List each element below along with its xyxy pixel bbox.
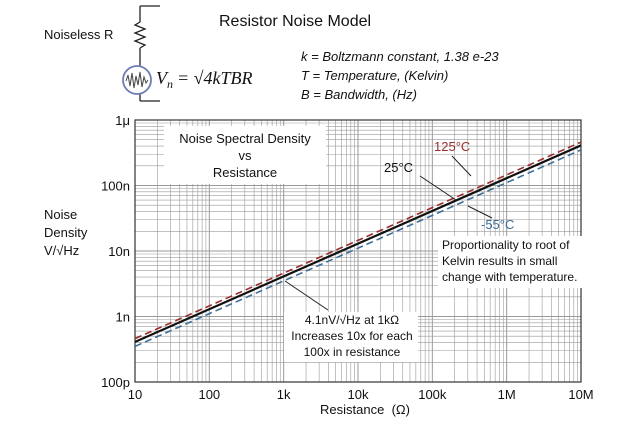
note-temperature-line-2: Kelvin results in small xyxy=(442,254,557,268)
chart-title-line-2: vs xyxy=(239,148,253,163)
legend-line-b: B = Bandwidth, (Hz) xyxy=(301,87,417,102)
formula-subscript: n xyxy=(167,77,173,91)
series-line-25c xyxy=(135,144,581,343)
chart-title-line-1: Noise Spectral Density xyxy=(179,131,311,146)
leader-line-minus55c xyxy=(467,205,493,219)
legend-line-t: T = Temperature, (Kelvin) xyxy=(301,68,448,83)
note-scaling-box xyxy=(284,312,418,362)
resistor-schematic-icon xyxy=(133,5,160,102)
chart-title-line-3: Resistance xyxy=(213,165,277,180)
series-line-125c xyxy=(135,141,581,340)
x-tick-label: 100k xyxy=(418,387,447,402)
y-tick-labels: 100p 1n 10n 100n 1μ xyxy=(101,113,130,390)
series-label-125c: 125°C xyxy=(434,139,470,154)
y-axis-label-line-1: Noise xyxy=(44,207,77,222)
x-tick-label: 1M xyxy=(498,387,516,402)
x-axis-label: Resistance (Ω) xyxy=(320,402,410,417)
y-tick-label: 100p xyxy=(101,375,130,390)
x-tick-label: 10k xyxy=(348,387,369,402)
y-tick-label: 1n xyxy=(116,310,130,325)
note-scaling-line-3: 100x in resistance xyxy=(304,345,401,359)
chart-title-box xyxy=(164,126,326,184)
y-tick-label: 100n xyxy=(101,179,130,194)
y-tick-label: 1μ xyxy=(115,113,130,128)
x-tick-label: 10 xyxy=(128,387,142,402)
y-axis-label-line-3: V/√Hz xyxy=(44,243,79,258)
leader-line-25c xyxy=(419,175,457,201)
note-scaling-line-1: 4.1nV/√Hz at 1kΩ xyxy=(305,313,399,327)
formula-lhs: V xyxy=(156,68,169,88)
x-tick-label: 1k xyxy=(277,387,291,402)
formula: Vn = √4kTBR xyxy=(156,68,253,91)
x-tick-label: 10M xyxy=(568,387,593,402)
formula-rhs: = √4kTBR xyxy=(177,68,253,88)
leader-line-125c xyxy=(451,155,472,177)
x-tick-labels: 10 100 1k 10k 100k 1M 10M xyxy=(128,387,594,402)
noiseless-r-label: Noiseless R xyxy=(44,27,113,42)
series-line-minus55c xyxy=(135,149,581,348)
y-tick-label: 10n xyxy=(108,244,130,259)
note-temperature-line-1: Proportionality to root of xyxy=(442,238,570,252)
x-tick-label: 100 xyxy=(198,387,220,402)
legend-line-k: k = Boltzmann constant, 1.38 e-23 xyxy=(301,49,499,64)
note-temperature-line-3: change with temperature. xyxy=(442,270,577,284)
y-axis-label-line-2: Density xyxy=(44,225,88,240)
note-scaling-line-2: Increases 10x for each xyxy=(291,329,412,343)
leader-line-scaling xyxy=(284,280,329,311)
series-group xyxy=(135,141,581,348)
note-temperature-box xyxy=(438,236,592,288)
series-label-minus55c: -55°C xyxy=(481,217,514,232)
series-label-25c: 25°C xyxy=(384,160,413,175)
noise-source-icon xyxy=(122,65,152,95)
model-title: Resistor Noise Model xyxy=(219,13,371,30)
